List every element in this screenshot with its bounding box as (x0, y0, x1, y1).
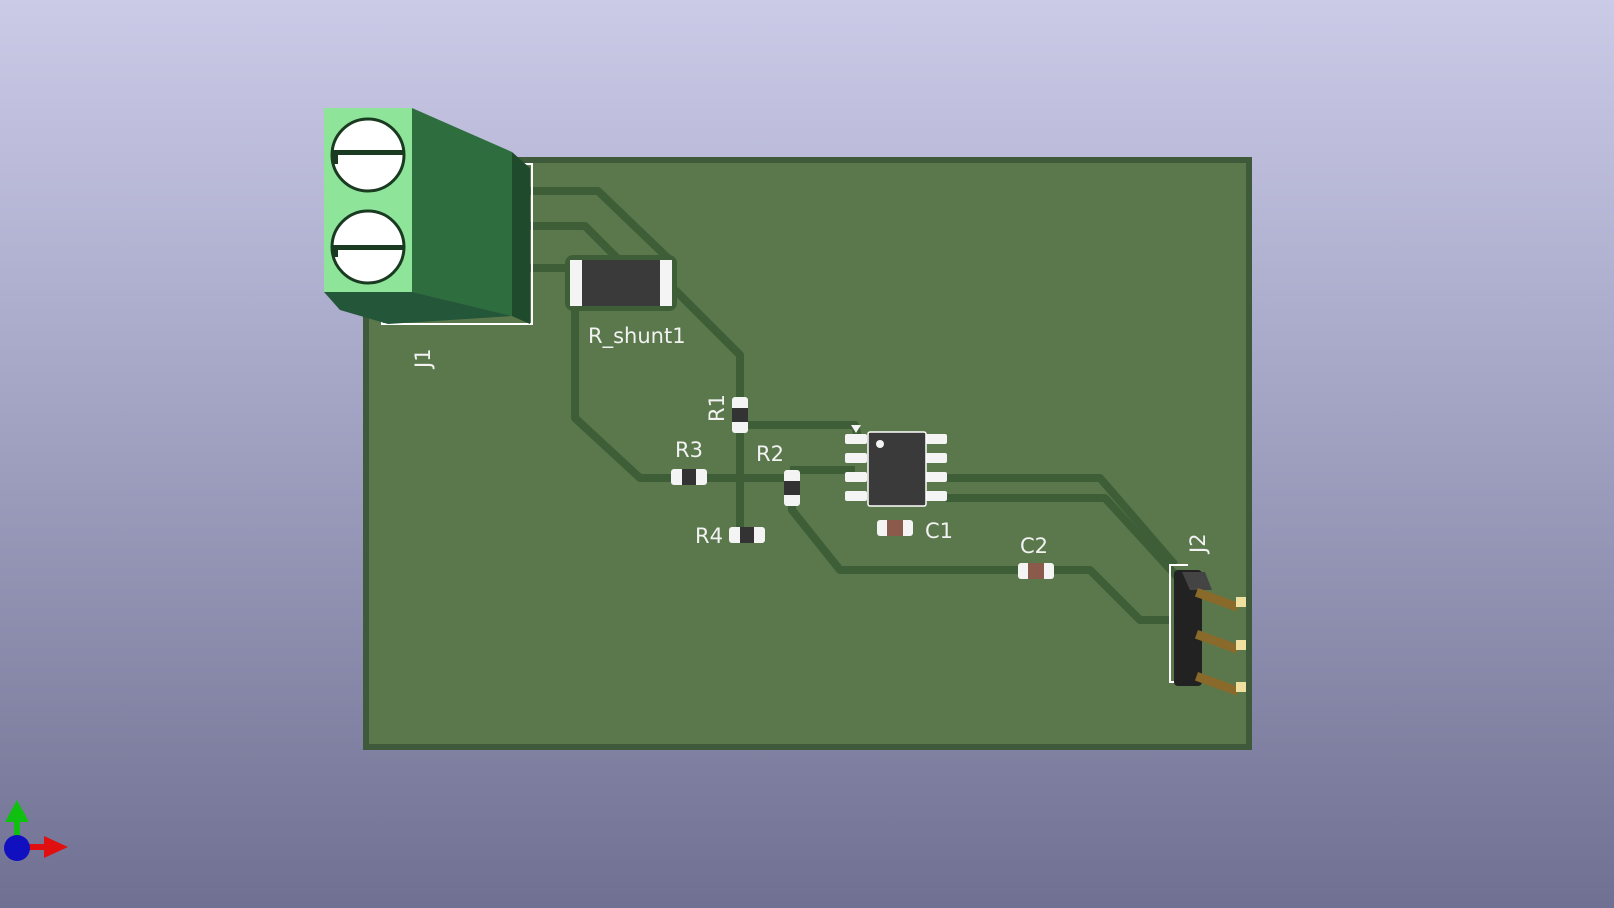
c2-component[interactable] (1018, 563, 1054, 579)
label-r2: R2 (756, 442, 784, 466)
label-c1: C1 (925, 519, 953, 543)
r3-component[interactable] (671, 469, 707, 485)
r1-component[interactable] (732, 397, 748, 433)
r2-component[interactable] (784, 470, 800, 506)
ic-soic8-component[interactable] (845, 425, 947, 507)
c1-component[interactable] (877, 520, 913, 536)
label-j2: J2 (1186, 533, 1210, 555)
label-r4: R4 (695, 524, 723, 548)
label-r3: R3 (675, 438, 703, 462)
r4-component[interactable] (729, 527, 765, 543)
j1-terminal-block[interactable] (324, 108, 533, 325)
label-c2: C2 (1020, 534, 1048, 558)
label-r1: R1 (705, 394, 729, 422)
label-j1: J1 (411, 348, 435, 370)
j2-pin-header[interactable] (1169, 564, 1246, 696)
axes-gizmo (4, 800, 68, 861)
r-shunt-component[interactable] (565, 255, 677, 311)
label-r-shunt1: R_shunt1 (588, 324, 686, 349)
